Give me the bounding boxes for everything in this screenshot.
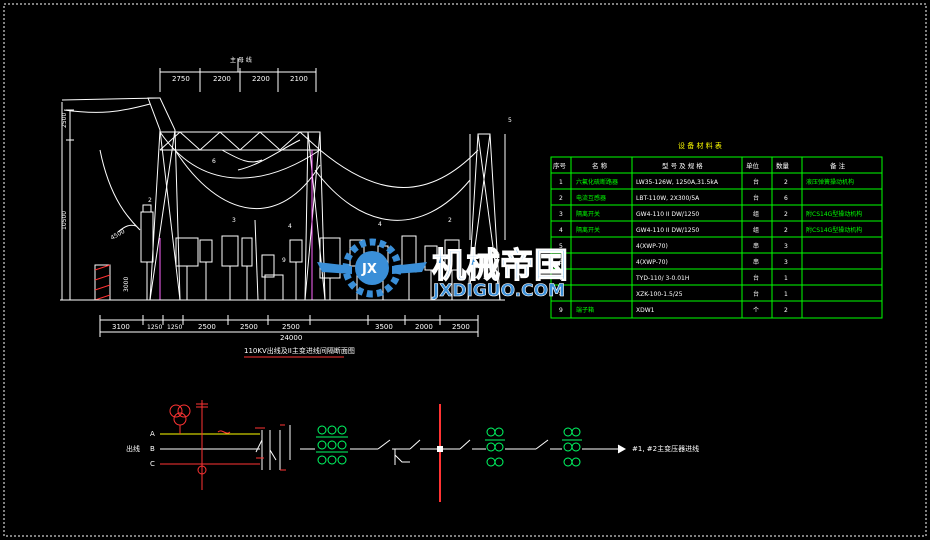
table-cell-spec: 4(XWP-70) (636, 259, 668, 266)
table-cell-spec: LBT-110W, 2X300/5A (636, 195, 700, 202)
table-cell-no: 4 (559, 227, 563, 234)
table-cell-qty: 2 (784, 227, 788, 234)
table-cell-qty: 3 (784, 259, 788, 266)
table-header: 序号 (553, 161, 567, 170)
table-cell-unit: 个 (753, 307, 759, 314)
dim-vert-3: 3000 (123, 277, 130, 292)
table-cell-spec: TYD-110/ 3-0.01H (635, 275, 689, 282)
table-cell-unit: 台 (753, 274, 759, 282)
table-cell-unit: 串 (753, 242, 759, 250)
dim-vert-2: 10500 (61, 211, 68, 230)
dim-left-side: 4500 (110, 228, 127, 242)
dim-top-2: 2200 (213, 75, 231, 83)
dim-bottom-2: 1250 (147, 324, 162, 331)
equipment-table: 设 备 材 料 表 序号 名 称 型 号 及 规 格 单位 数量 备 注 (550, 141, 883, 319)
dim-bottom-9: 2500 (452, 323, 470, 331)
section-caption: 110KV出线及II主变进线间隔断面图 (244, 346, 355, 355)
current-transformer-group-2 (485, 427, 505, 467)
table-cell-qty: 1 (784, 291, 788, 298)
top-label: 主 母 线 (230, 56, 252, 64)
table-cell-qty: 2 (784, 211, 788, 218)
phase-label-b: B (150, 445, 155, 453)
table-cell-unit: 台 (753, 290, 759, 298)
sld-right-label: #1, #2主变压器进线 (632, 444, 699, 453)
dim-top-4: 2100 (290, 75, 308, 83)
table-cell-unit: 台 (753, 178, 759, 186)
table-cell-unit: 组 (753, 226, 759, 234)
table-cell-unit: 台 (753, 194, 759, 202)
table-cell-name: 电流互感器 (576, 194, 606, 202)
item-mark: 4 (378, 221, 382, 228)
dim-bottom-5: 2500 (240, 323, 258, 331)
item-mark: 9 (282, 257, 286, 264)
table-cell-qty: 3 (784, 243, 788, 250)
item-mark: 4 (288, 223, 292, 230)
table-header: 名 称 (592, 161, 608, 170)
table-cell-spec: 4(XWP-70) (636, 243, 668, 250)
table-cell-unit: 组 (753, 210, 759, 218)
item-mark: 3 (232, 217, 236, 224)
drawing-frame (3, 3, 927, 537)
item-mark: 6 (212, 158, 216, 165)
table-cell-note: 附CS14G型操动机构 (806, 210, 862, 218)
watermark-logo-text: JX (361, 262, 377, 277)
current-transformer-group-1 (316, 425, 348, 465)
table-header: 备 注 (830, 161, 846, 170)
phase-label-c: C (150, 460, 155, 468)
table-cell-name: 隔离开关 (576, 210, 600, 218)
phase-label-a: A (150, 430, 155, 438)
dim-bottom-3: 1250 (167, 324, 182, 331)
table-cell-qty: 2 (784, 179, 788, 186)
dim-bottom-4: 2500 (198, 323, 216, 331)
table-cell-name: 隔离开关 (576, 226, 600, 234)
watermark-cn: 机械帝国 (432, 246, 568, 286)
table-cell-note: 液压弹簧操动机构 (806, 178, 854, 186)
dim-bottom-6: 2500 (282, 323, 300, 331)
table-cell-spec: XDW1 (636, 307, 655, 314)
table-header: 型 号 及 规 格 (662, 161, 703, 170)
single-line-diagram: A B C 出线 #1, #2主变压器进线 (126, 400, 699, 502)
table-cell-no: 7 (559, 275, 563, 282)
table-cell-qty: 2 (784, 307, 788, 314)
table-cell-name: 端子箱 (576, 306, 594, 314)
item-mark: 2 (148, 197, 152, 204)
dim-top-1: 2750 (172, 75, 190, 83)
dim-bottom-8: 2000 (415, 323, 433, 331)
table-cell-no: 3 (559, 211, 563, 218)
table-cell-spec: GW4-110 II DW/1250 (636, 211, 699, 218)
table-cell-note: 附CS14G型操动机构 (806, 226, 862, 234)
table-cell-spec: XZK-100-1.5/25 (636, 291, 683, 298)
table-cell-no: 1 (559, 179, 563, 186)
table-cell-no: 5 (559, 243, 563, 250)
voltage-transformer-symbol (169, 400, 231, 490)
table-title: 设 备 材 料 表 (678, 141, 722, 150)
table-cell-spec: LW35-126W, 1250A,31.5kA (636, 179, 719, 186)
item-mark: 5 (508, 117, 512, 124)
watermark-en: JXDIGUO.COM (432, 281, 565, 301)
table-header: 数量 (776, 161, 790, 170)
table-cell-spec: GW4-110 II DW/1250 (636, 227, 699, 234)
table-cell-qty: 6 (784, 195, 788, 202)
section-view (60, 58, 506, 337)
dim-vert-1: 2500 (61, 113, 68, 128)
dim-total: 24000 (280, 334, 302, 342)
table-cell-unit: 串 (753, 258, 759, 266)
dim-bottom-7: 3500 (375, 323, 393, 331)
table-cell-no: 9 (559, 307, 563, 314)
sld-left-label: 出线 (126, 444, 140, 453)
current-transformer-group-3 (562, 427, 582, 467)
table-cell-no: 8 (559, 291, 563, 298)
watermark-logo: JX 机械帝国 JXDIGUO.COM (317, 238, 569, 301)
dim-top-3: 2200 (252, 75, 270, 83)
table-cell-no: 2 (559, 195, 563, 202)
table-cell-name: 六氟化硫断路器 (576, 178, 618, 186)
dim-bottom-1: 3100 (112, 323, 130, 331)
table-cell-qty: 1 (784, 275, 788, 282)
table-header: 单位 (746, 161, 760, 170)
table-cell-no: 6 (559, 259, 563, 266)
item-mark: 2 (448, 217, 452, 224)
